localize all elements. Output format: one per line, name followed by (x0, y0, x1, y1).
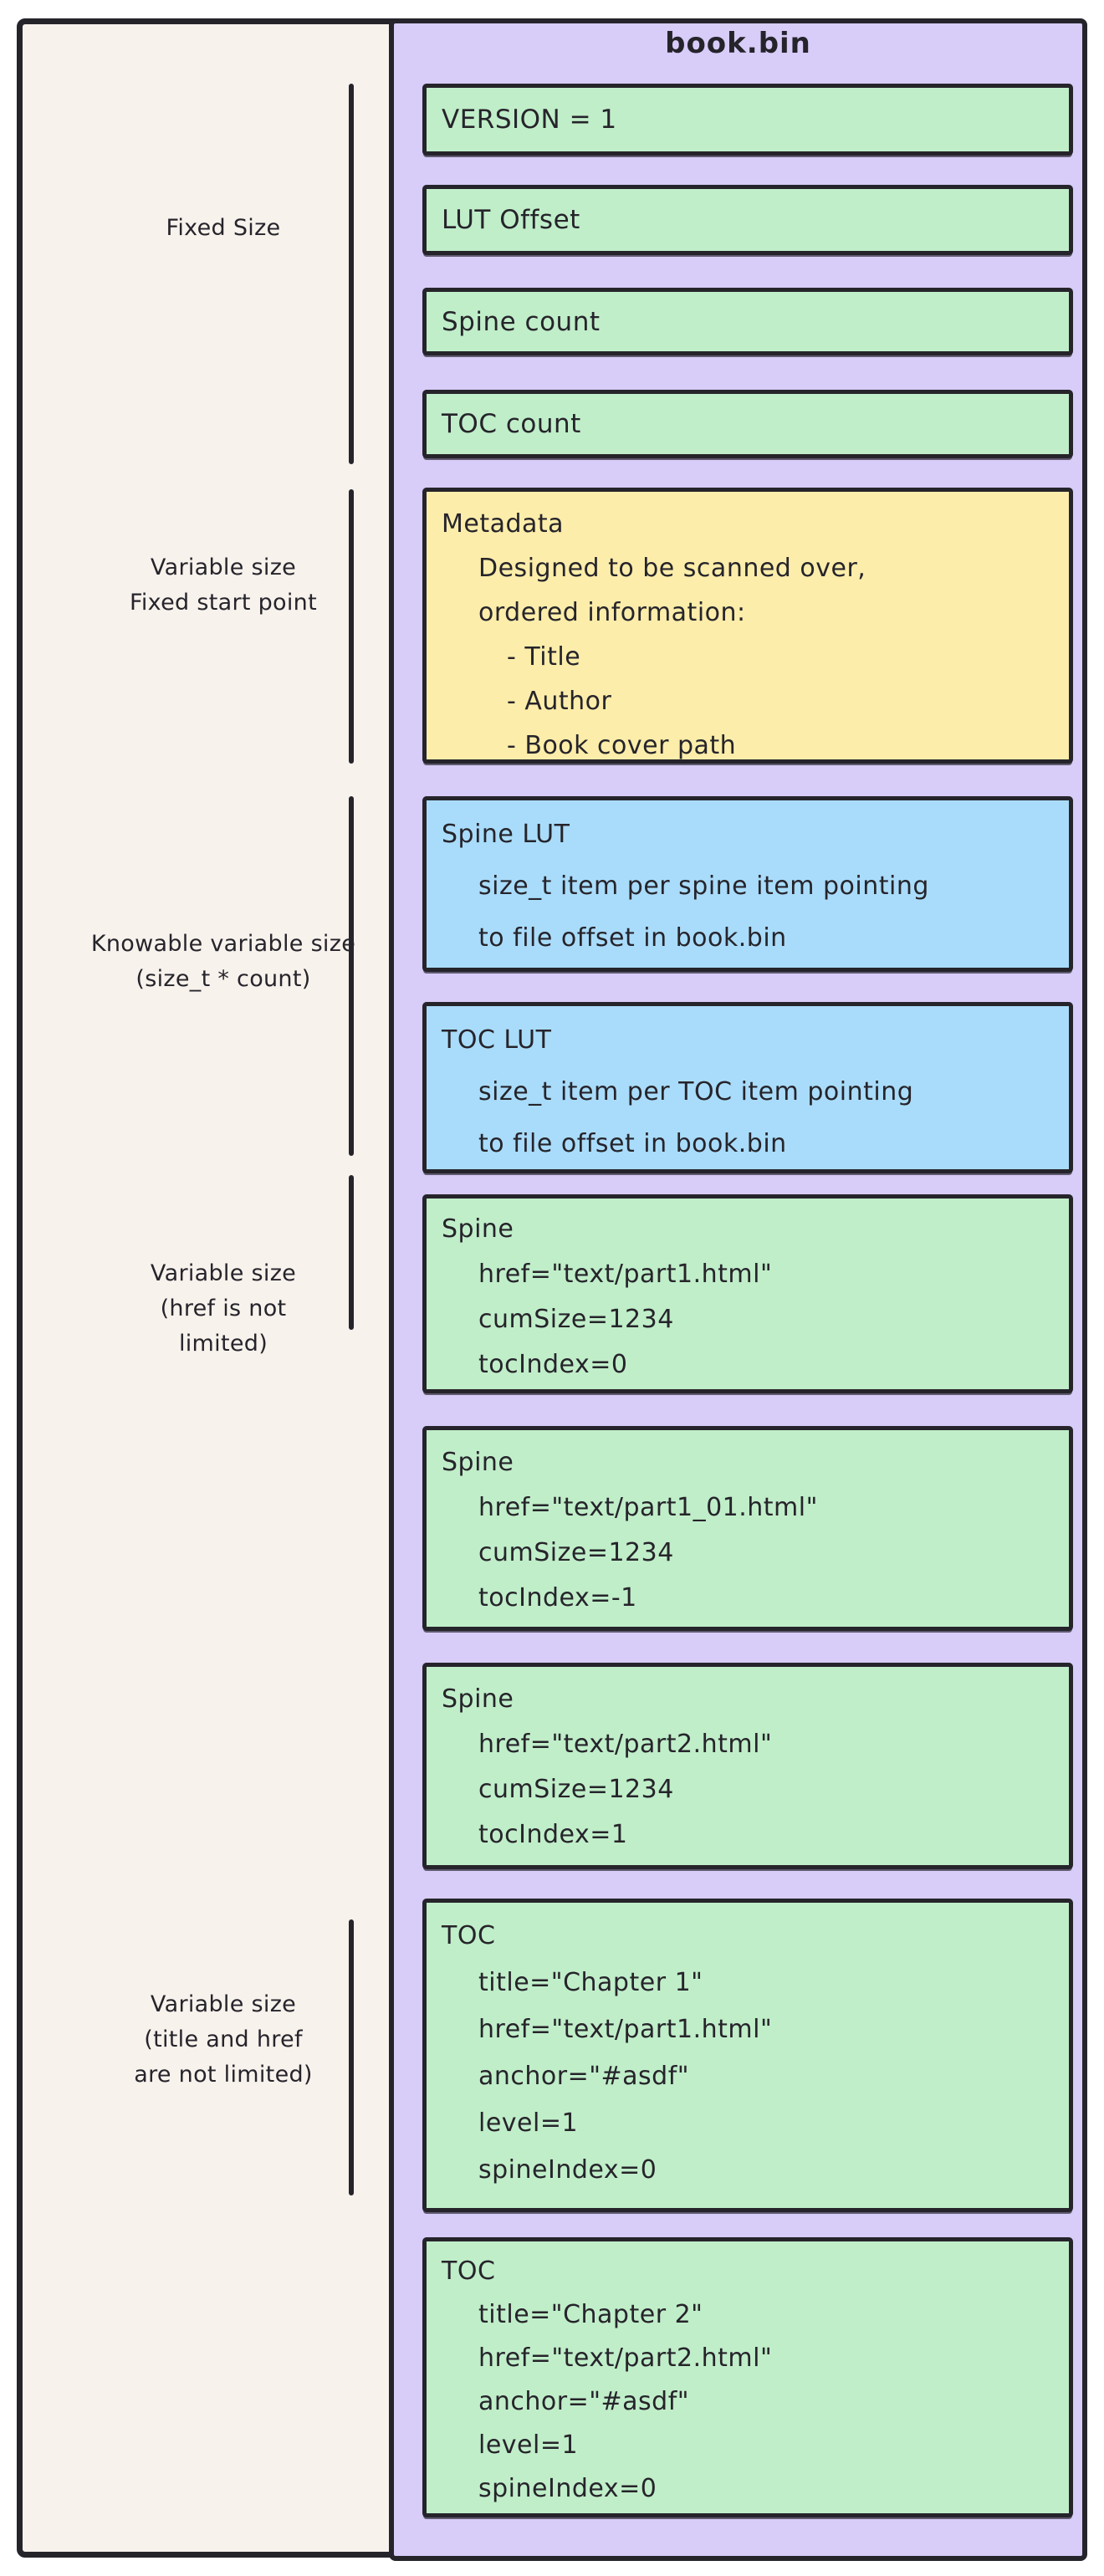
block-spine-count: Spine count (422, 288, 1073, 355)
field-text: tocIndex=0 (478, 1350, 628, 1379)
block-version: VERSION = 1 (422, 84, 1073, 156)
side-label-line: Variable size (150, 555, 297, 580)
field-text: Spine (442, 1214, 514, 1244)
side-label-variable-title-href: Variable size (title and href are not li… (73, 1987, 374, 2093)
side-label-line: are not limited) (134, 2062, 313, 2088)
field-text: spineIndex=0 (478, 2474, 657, 2503)
field-text: TOC LUT (442, 1025, 552, 1055)
side-label-knowable-variable: Knowable variable size (size_t * count) (73, 927, 374, 997)
side-label-variable-fixed-start: Variable size Fixed start point (73, 550, 374, 621)
side-label-line: Knowable variable size (90, 931, 356, 957)
side-label-line: (title and href (144, 2027, 303, 2052)
field-text: href="text/part2.html" (478, 1730, 773, 1759)
field-text: to file offset in book.bin (478, 923, 787, 953)
side-label-variable-href: Variable size (href is not limited) (73, 1256, 374, 1362)
field-text: cumSize=1234 (478, 1305, 674, 1334)
side-label-line: Variable size (150, 1260, 297, 1286)
bracket-knowable-variable (349, 796, 354, 1156)
field-text: Spine LUT (442, 820, 570, 849)
field-text: TOC count (442, 409, 581, 439)
field-text: cumSize=1234 (478, 1775, 674, 1804)
field-text: Designed to be scanned over, (478, 554, 866, 583)
field-text: - Title (507, 642, 581, 672)
field-text: size_t item per TOC item pointing (478, 1077, 914, 1107)
side-label-line: Variable size (150, 1991, 297, 2017)
block-spine-lut: Spine LUT size_t item per spine item poi… (422, 796, 1073, 972)
field-text: Spine (442, 1448, 514, 1477)
block-toc-1: TOC title="Chapter 1" href="text/part1.h… (422, 1899, 1073, 2212)
field-text: anchor="#asdf" (478, 2387, 690, 2416)
block-lut-offset: LUT Offset (422, 185, 1073, 255)
field-text: href="text/part1_01.html" (478, 1493, 818, 1522)
field-text: ordered information: (478, 598, 746, 627)
field-text: size_t item per spine item pointing (478, 871, 929, 901)
field-text: href="text/part1.html" (478, 1260, 773, 1289)
block-toc-lut: TOC LUT size_t item per TOC item pointin… (422, 1002, 1073, 1173)
block-metadata: Metadata Designed to be scanned over, or… (422, 488, 1073, 764)
block-spine-3: Spine href="text/part2.html" cumSize=123… (422, 1663, 1073, 1869)
block-toc-2: TOC title="Chapter 2" href="text/part2.h… (422, 2237, 1073, 2517)
field-text: level=1 (478, 2430, 579, 2460)
field-text: title="Chapter 1" (478, 1968, 703, 1997)
field-text: - Author (507, 687, 612, 716)
field-text: LUT Offset (442, 205, 580, 235)
field-text: TOC (442, 1921, 496, 1950)
field-text: spineIndex=0 (478, 2155, 657, 2185)
bracket-fixed-size (349, 84, 354, 464)
side-label-line: Fixed start point (130, 590, 317, 616)
bracket-variable-title-href (349, 1919, 354, 2195)
side-label-line: limited) (178, 1331, 268, 1357)
container-title: book.bin (665, 27, 811, 60)
field-text: tocIndex=1 (478, 1820, 628, 1849)
bracket-variable-href (349, 1175, 354, 1330)
side-label-line: Fixed Size (166, 215, 281, 241)
field-text: level=1 (478, 2108, 579, 2138)
side-label-fixed-size: Fixed Size (73, 211, 374, 246)
field-text: to file offset in book.bin (478, 1129, 787, 1158)
field-text: title="Chapter 2" (478, 2300, 703, 2329)
field-text: tocIndex=-1 (478, 1583, 637, 1613)
field-text: Spine (442, 1684, 514, 1714)
side-label-line: (size_t * count) (135, 966, 311, 992)
block-spine-2: Spine href="text/part1_01.html" cumSize=… (422, 1426, 1073, 1631)
field-text: VERSION = 1 (442, 105, 617, 135)
field-text: Metadata (442, 509, 565, 539)
block-spine-1: Spine href="text/part1.html" cumSize=123… (422, 1194, 1073, 1393)
field-text: - Book cover path (507, 731, 737, 760)
field-text: TOC (442, 2257, 496, 2286)
field-text: Spine count (442, 306, 601, 337)
field-text: href="text/part2.html" (478, 2343, 773, 2373)
bracket-variable-fixed-start (349, 489, 354, 764)
side-label-line: (href is not (160, 1296, 287, 1321)
block-toc-count: TOC count (422, 390, 1073, 458)
field-text: href="text/part1.html" (478, 2015, 773, 2044)
field-text: anchor="#asdf" (478, 2062, 690, 2091)
field-text: cumSize=1234 (478, 1538, 674, 1567)
